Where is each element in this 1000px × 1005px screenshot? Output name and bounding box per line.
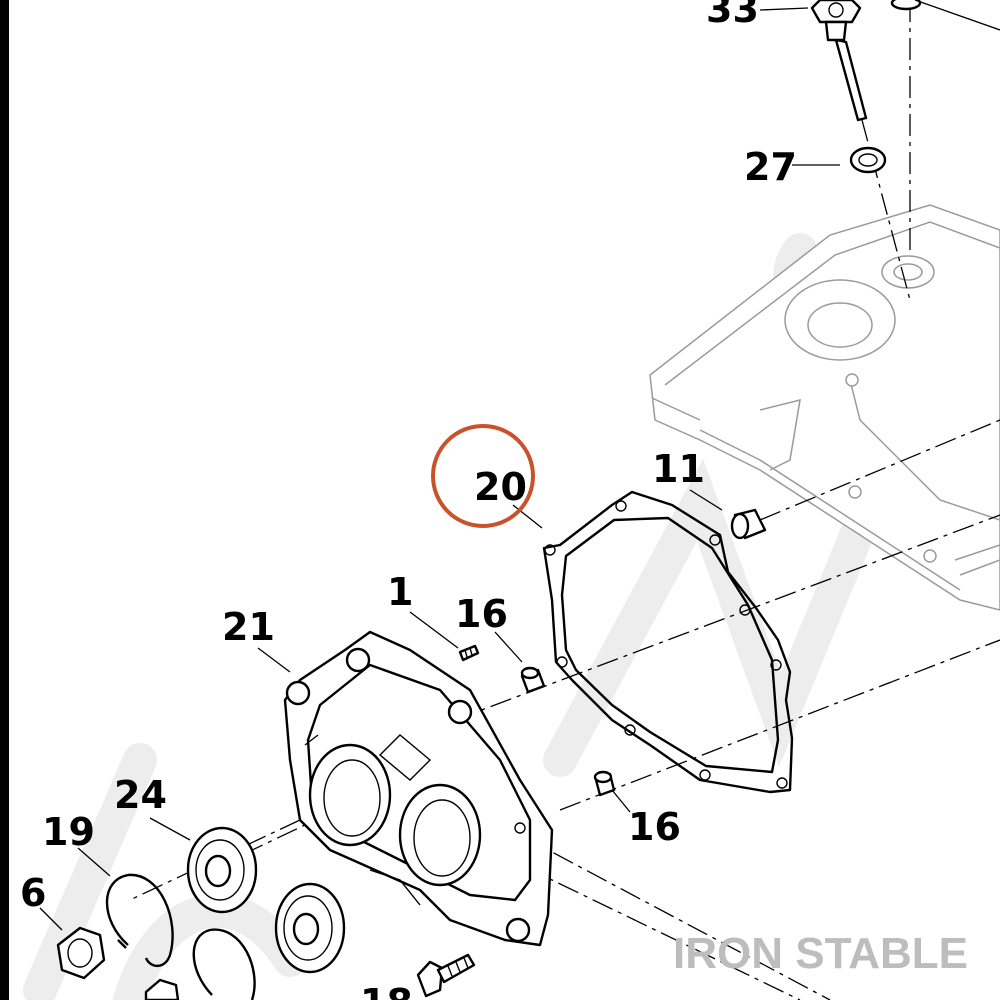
- part-21-bearing-housing: [283, 630, 554, 947]
- callout-20: 20: [474, 465, 527, 509]
- part-6-nut: [56, 926, 106, 980]
- part-33-bolt: [810, 0, 922, 122]
- part-20-gasket: [542, 490, 794, 794]
- callout-27: 27: [744, 145, 797, 189]
- part-19-circlip-upper: [105, 873, 174, 968]
- callout-33: 33: [706, 0, 759, 31]
- crankcase-housing: [649, 204, 1000, 611]
- part-16-dowel-upper: [520, 666, 546, 694]
- part-1-stud: [458, 644, 480, 662]
- callout-16-upper: 16: [455, 592, 508, 636]
- part-27-washer: [849, 146, 887, 174]
- part-6-nut-lower: [144, 978, 180, 1002]
- callout-20-highlight-ring: [431, 424, 535, 528]
- callout-labels: 33 27 20 11 1 16 21 16 24 19 6 18: [20, 0, 797, 1005]
- part-24-bearing-upper: [186, 826, 258, 914]
- part-19-circlip-lower: [192, 928, 256, 1001]
- callout-11: 11: [652, 447, 705, 491]
- part-18-bolt: [416, 953, 476, 998]
- callout-6: 6: [20, 871, 46, 915]
- callout-21: 21: [222, 605, 275, 649]
- part-24-bearing-lower: [274, 882, 346, 974]
- part-11-sleeve: [730, 508, 767, 540]
- callout-1: 1: [387, 570, 413, 614]
- callout-24: 24: [114, 773, 167, 817]
- callout-19: 19: [42, 810, 95, 854]
- leader-lines: [39, 0, 1000, 931]
- brand-watermark: IRON STABLE: [673, 929, 968, 978]
- part-16-dowel-lower: [593, 770, 616, 797]
- left-border: [0, 0, 9, 1000]
- callout-16-lower: 16: [628, 805, 681, 849]
- callout-18: 18: [360, 981, 413, 1000]
